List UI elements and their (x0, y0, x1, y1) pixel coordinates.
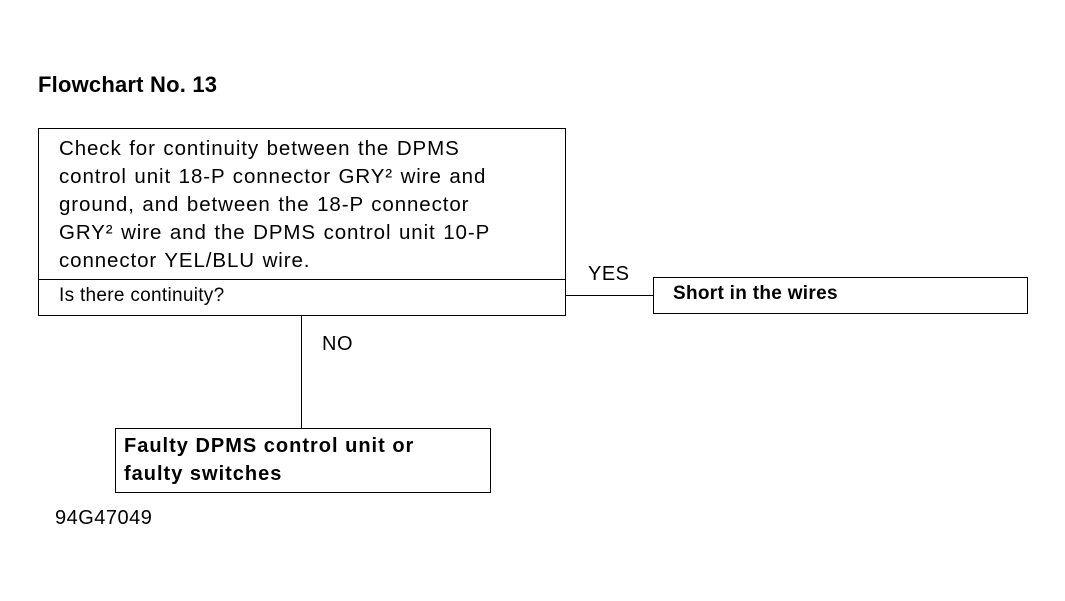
no-connector-line (301, 316, 302, 428)
check-step-line: GRY² wire and the DPMS control unit 10-P (59, 221, 491, 244)
yes-branch-label: YES (588, 263, 630, 285)
yes-result-text: Short in the wires (673, 283, 838, 304)
check-step-line: Check for continuity between the DPMS (59, 137, 460, 160)
no-branch-label: NO (322, 333, 353, 355)
flowchart-title: Flowchart No. 13 (38, 72, 218, 97)
check-step-line: ground, and between the 18-P connector (59, 193, 470, 216)
check-step-box: Check for continuity between the DPMS co… (38, 128, 566, 280)
check-step-line: connector YEL/BLU wire. (59, 249, 311, 272)
no-result-box: Faulty DPMS control unit or faulty switc… (115, 428, 491, 493)
yes-connector-line (566, 295, 653, 296)
no-result-line: faulty switches (124, 463, 283, 485)
no-result-line: Faulty DPMS control unit or (124, 435, 415, 457)
decision-question-box: Is there continuity? (38, 279, 566, 316)
decision-question-text: Is there continuity? (59, 285, 225, 306)
yes-result-box: Short in the wires (653, 277, 1028, 314)
check-step-line: control unit 18-P connector GRY² wire an… (59, 165, 487, 188)
figure-reference-code: 94G47049 (55, 507, 153, 529)
